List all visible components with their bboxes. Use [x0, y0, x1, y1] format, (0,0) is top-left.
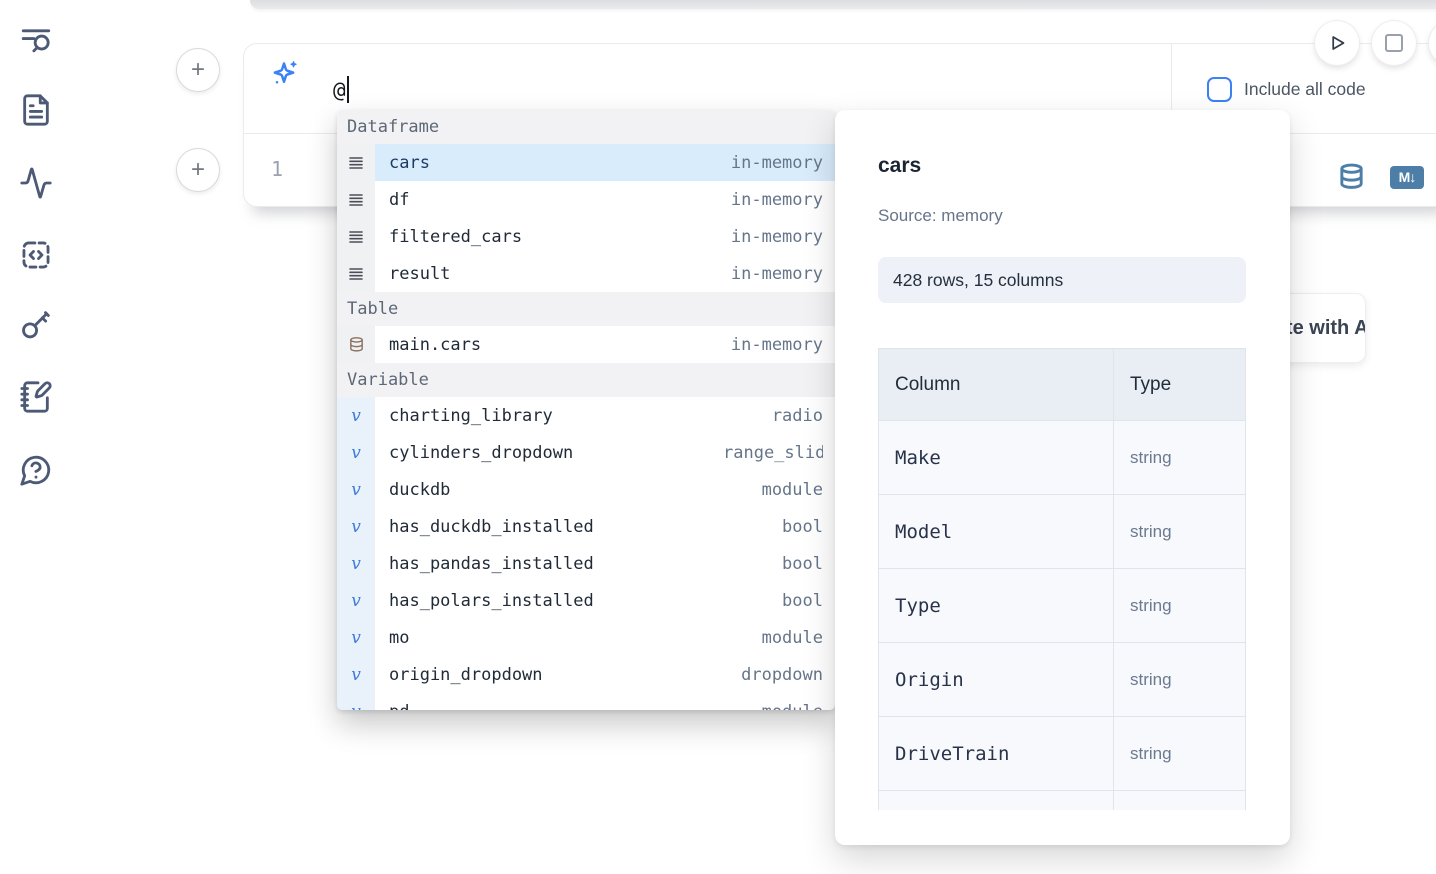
markdown-icon[interactable]: M↓ — [1390, 166, 1424, 189]
include-all-code-checkbox[interactable] — [1207, 77, 1232, 102]
dataframe-rows-icon — [337, 218, 375, 255]
table-database-icon — [337, 326, 375, 363]
text-cursor — [346, 76, 349, 103]
dataframe-preview-panel: cars Source: memory 428 rows, 15 columns… — [835, 110, 1290, 845]
schema-table: Column Type Make string Model string Typ… — [878, 348, 1246, 810]
line-number: 1 — [271, 157, 284, 181]
schema-table-wrap: Column Type Make string Model string Typ… — [878, 348, 1246, 810]
code-square-icon[interactable] — [19, 238, 53, 272]
section-header-table: Table — [337, 292, 835, 326]
schema-row: Make string — [878, 420, 1246, 495]
section-header-variable: Variable — [337, 363, 835, 397]
variable-icon: v — [337, 471, 375, 508]
autocomplete-item-pd[interactable]: v pdmodule — [337, 693, 835, 710]
stop-icon — [1385, 34, 1403, 52]
include-all-code-label: Include all code — [1244, 79, 1366, 99]
prompt-options: Include all code — [1171, 44, 1436, 133]
preview-title: cars — [878, 154, 922, 177]
text-search-icon[interactable] — [19, 23, 53, 57]
help-circle-icon[interactable] — [19, 453, 53, 487]
stop-cell-button[interactable] — [1372, 21, 1416, 65]
variable-icon: v — [337, 582, 375, 619]
code-editor-row[interactable]: 1 M↓ — [244, 134, 1436, 206]
schema-row: Type string — [878, 568, 1246, 643]
variable-icon: v — [337, 397, 375, 434]
schema-row: Model string — [878, 494, 1246, 569]
variable-icon: v — [337, 434, 375, 471]
variable-icon: v — [337, 545, 375, 582]
shape-badge: 428 rows, 15 columns — [878, 257, 1246, 303]
add-cell-below-button[interactable]: + — [176, 148, 220, 192]
file-text-icon[interactable] — [19, 93, 53, 127]
activity-icon[interactable] — [19, 166, 53, 200]
dataframe-rows-icon — [337, 255, 375, 292]
run-cell-button[interactable] — [1315, 21, 1359, 65]
schema-header-type: Type — [1113, 348, 1246, 421]
variable-icon: v — [337, 656, 375, 693]
variable-icon: v — [337, 619, 375, 656]
notebook-pen-icon[interactable] — [19, 380, 53, 414]
sparkles-icon — [270, 59, 300, 89]
schema-row — [878, 790, 1246, 810]
previous-cell-edge — [250, 0, 1436, 9]
variable-icon: v — [337, 508, 375, 545]
schema-header-column: Column — [878, 348, 1114, 421]
variable-icon: v — [337, 693, 375, 710]
play-icon — [1332, 36, 1345, 50]
add-cell-above-button[interactable]: + — [176, 48, 220, 92]
prompt-value: @ — [333, 78, 346, 102]
ai-prompt-input[interactable]: @ — [333, 76, 349, 103]
dataframe-rows-icon — [337, 144, 375, 181]
preview-source: Source: memory — [878, 206, 1003, 225]
dataframe-rows-icon — [337, 181, 375, 218]
section-header-dataframe: Dataframe — [337, 110, 835, 144]
more-actions-button[interactable] — [1429, 21, 1436, 65]
schema-row: Origin string — [878, 642, 1246, 717]
schema-row: DriveTrain string — [878, 716, 1246, 791]
key-icon[interactable] — [19, 308, 53, 342]
database-icon[interactable] — [1337, 162, 1366, 191]
